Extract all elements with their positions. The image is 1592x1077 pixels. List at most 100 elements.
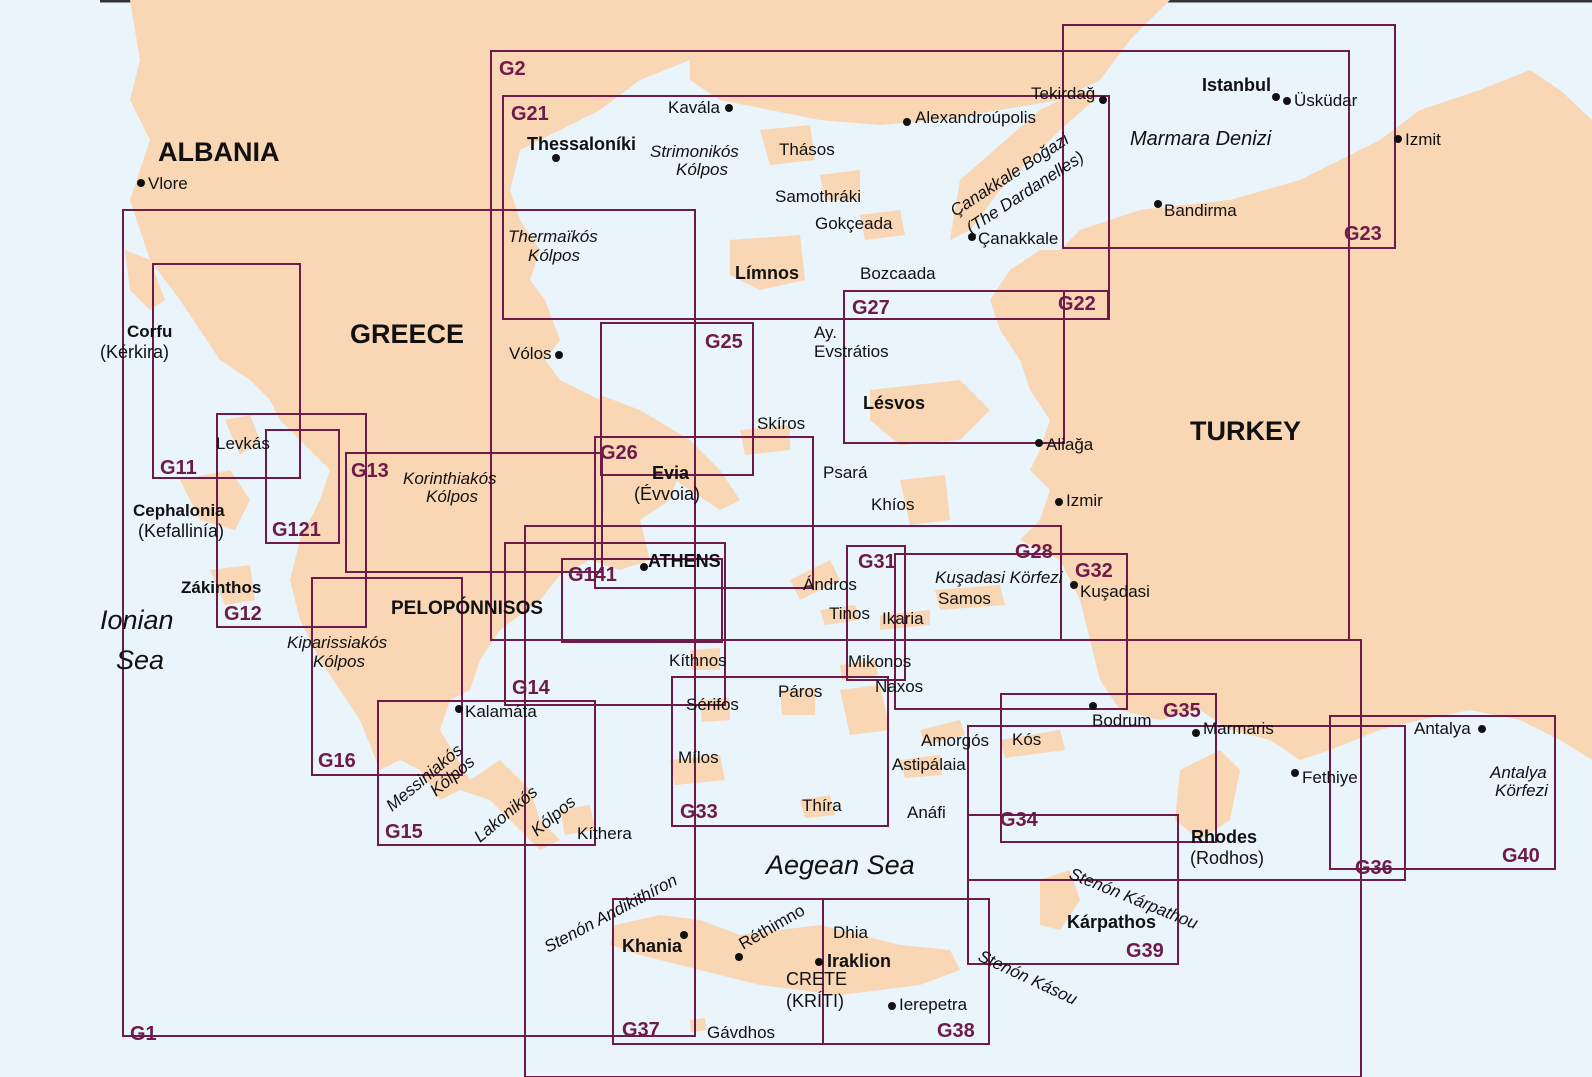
place-andros: Ándros bbox=[803, 575, 857, 594]
town-markers bbox=[137, 93, 1486, 1010]
place-karpathos: Kárpathos bbox=[1067, 912, 1156, 932]
chart-label-g31[interactable]: G31 bbox=[858, 551, 896, 573]
place-ay-line1: Ay. bbox=[814, 323, 837, 342]
chart-label-g40[interactable]: G40 bbox=[1502, 845, 1540, 867]
land-naxos bbox=[840, 685, 890, 735]
land-lesvos bbox=[870, 380, 990, 445]
place-rhodes: Rhodes bbox=[1191, 827, 1257, 847]
chart-label-g32[interactable]: G32 bbox=[1075, 560, 1113, 582]
place-ierepetra: Ierepetra bbox=[899, 995, 968, 1014]
chart-label-g16[interactable]: G16 bbox=[318, 750, 356, 772]
country-albania: ALBANIA bbox=[158, 137, 280, 167]
rethimno-marker bbox=[735, 953, 743, 961]
place-milos: Mílos bbox=[678, 748, 719, 767]
iraklion-marker bbox=[815, 958, 823, 966]
chart-label-g26[interactable]: G26 bbox=[600, 442, 638, 464]
chart-g11-outline bbox=[152, 263, 301, 479]
place-limnos: Límnos bbox=[735, 263, 799, 283]
land-amorgos bbox=[920, 720, 965, 745]
land-masses bbox=[125, 0, 1592, 1032]
kavala-marker bbox=[725, 104, 733, 112]
land-balkans bbox=[130, 0, 690, 850]
place-alexandroupolis: Alexandroúpolis bbox=[915, 108, 1036, 127]
chart-label-g11[interactable]: G11 bbox=[160, 457, 197, 479]
chart-label-g27[interactable]: G27 bbox=[852, 297, 890, 319]
place-iraklion: Iraklion bbox=[827, 951, 891, 971]
place-skiros: Skíros bbox=[757, 414, 805, 433]
land-thasos bbox=[760, 125, 815, 165]
place-kithnos: Kíthnos bbox=[669, 651, 727, 670]
land-thira bbox=[800, 795, 835, 818]
chart-label-g34[interactable]: G34 bbox=[1000, 809, 1039, 831]
place-serifos: Sérifos bbox=[686, 695, 739, 714]
marmaris-marker bbox=[1192, 729, 1200, 737]
chart-label-g21[interactable]: G21 bbox=[511, 103, 549, 125]
chart-label-g37[interactable]: G37 bbox=[622, 1019, 660, 1041]
chart-g38-outline bbox=[822, 898, 990, 1045]
land-thrace bbox=[690, 0, 1170, 125]
chart-g36-outline bbox=[1329, 715, 1556, 870]
sea-marmara: Marmara Denizi bbox=[1130, 128, 1272, 150]
izmir-marker bbox=[1055, 498, 1063, 506]
chart-g141-outline bbox=[561, 558, 723, 643]
place-marmaris: Marmaris bbox=[1203, 719, 1274, 738]
place-khios: Khíos bbox=[871, 495, 914, 514]
chart-label-g33[interactable]: G33 bbox=[680, 801, 718, 823]
place-ikaria: Ikaria bbox=[882, 609, 924, 628]
place-antalya: Antalya bbox=[1414, 719, 1471, 738]
place-kefallinia: (Kefallinía) bbox=[138, 521, 224, 541]
land-crete bbox=[610, 915, 960, 995]
chart-label-g22[interactable]: G22 bbox=[1058, 293, 1096, 315]
chart-g31-outline bbox=[846, 545, 906, 681]
chart-label-g2[interactable]: G2 bbox=[499, 58, 526, 80]
izmit-marker bbox=[1394, 135, 1402, 143]
chart-label-g14[interactable]: G14 bbox=[512, 677, 551, 699]
chart-g32-outline bbox=[894, 553, 1128, 710]
place-canakkale: Çanakkale bbox=[978, 229, 1058, 248]
place-samos: Samos bbox=[938, 589, 991, 608]
gulf-antalya-line1: Antalya bbox=[1489, 763, 1547, 782]
vlore-marker bbox=[137, 179, 145, 187]
chart-label-g12[interactable]: G12 bbox=[224, 603, 262, 625]
land-khios bbox=[900, 475, 950, 525]
chart-label-g13[interactable]: G13 bbox=[351, 460, 389, 482]
gulf-thermaikos-line1: Thermaïkós bbox=[508, 227, 598, 246]
chart-label-g28[interactable]: G28 bbox=[1015, 541, 1053, 563]
place-bodrum: Bodrum bbox=[1092, 711, 1152, 730]
place-uskudar: Üsküdar bbox=[1294, 91, 1358, 110]
chart-g21-outline bbox=[502, 95, 1110, 320]
chart-g16-outline bbox=[311, 577, 463, 776]
land-evia bbox=[600, 395, 740, 510]
place-bozcaada: Bozcaada bbox=[860, 264, 936, 283]
chart-label-g38[interactable]: G38 bbox=[937, 1020, 975, 1042]
chart-label-g121[interactable]: G121 bbox=[272, 519, 321, 541]
chart-g34-outline bbox=[1000, 693, 1217, 843]
chart-south-extension bbox=[524, 639, 1362, 1077]
chart-label-g15[interactable]: G15 bbox=[385, 821, 423, 843]
chart-label-g35[interactable]: G35 bbox=[1163, 700, 1201, 722]
land-kithnos bbox=[690, 648, 720, 670]
chart-label-g36[interactable]: G36 bbox=[1355, 857, 1393, 879]
place-istanbul: Istanbul bbox=[1202, 75, 1271, 95]
place-kalamata: Kalamáta bbox=[465, 702, 537, 721]
chart-label-g39[interactable]: G39 bbox=[1126, 940, 1164, 962]
place-athens: ATHENS bbox=[648, 551, 721, 571]
chart-label-g141[interactable]: G141 bbox=[568, 564, 617, 586]
place-thessaloniki: Thessaloníki bbox=[527, 134, 636, 154]
gulf-thermaikos-line2: Kólpos bbox=[528, 246, 580, 265]
land-milos bbox=[670, 755, 725, 785]
place-evia: Evia bbox=[652, 463, 690, 483]
land-zakinthos bbox=[210, 565, 255, 605]
chart-label-g25[interactable]: G25 bbox=[705, 331, 743, 353]
gulf-strimonikos-line2: Kólpos bbox=[676, 160, 728, 179]
volos-marker bbox=[555, 351, 563, 359]
place-peloponnisos: PELOPÓNNISOS bbox=[391, 597, 543, 619]
chart-label-g1[interactable]: G1 bbox=[130, 1023, 157, 1045]
gulf-antalya-line2: Körfezi bbox=[1495, 781, 1549, 800]
istanbul-marker bbox=[1272, 93, 1280, 101]
place-tinos: Tinos bbox=[829, 604, 870, 623]
chart-g121-outline bbox=[265, 429, 340, 544]
place-gokceada: Gokçeada bbox=[815, 214, 893, 233]
chart-label-g23[interactable]: G23 bbox=[1344, 223, 1382, 245]
